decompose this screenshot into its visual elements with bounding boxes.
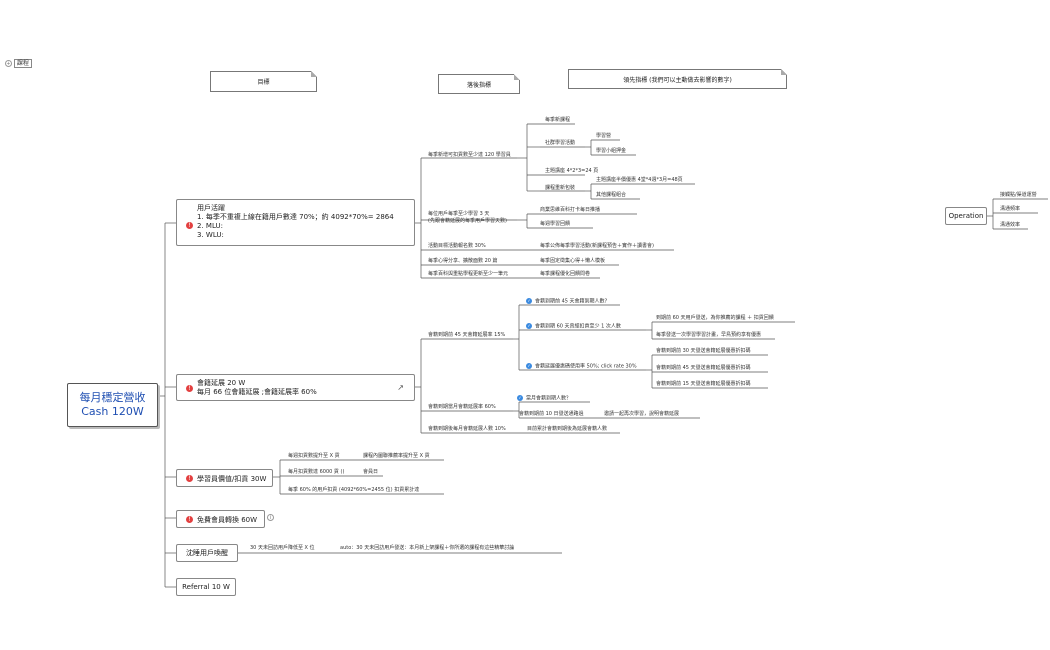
operation-title: Operation: [948, 212, 984, 220]
lag-activity-signup[interactable]: 活動目標活動報名數 30%: [428, 243, 486, 249]
header-lagging-text: 落後指標: [466, 81, 491, 89]
renewal-line-1: 會籍延展 20 W: [197, 379, 246, 387]
renewal-q3a[interactable]: 會籍到期前 30 天發送會籍延展優惠折扣碼: [656, 348, 751, 354]
operation-item-frequency[interactable]: 溝通頻率: [1000, 206, 1021, 212]
dormant-target[interactable]: 30 天未回訪用戶降低至 X 位: [250, 545, 315, 551]
external-link-icon[interactable]: ↗: [397, 383, 404, 392]
lead-activity-publish[interactable]: 每季公佈每季學習活動(新課程預告＋實作＋讀書會): [540, 243, 654, 249]
check-icon: ✓: [517, 395, 523, 401]
lead-course-survey[interactable]: 每季課程優化回饋問卷: [540, 271, 591, 277]
active-users-line-1: 1. 每季不重複上線在籍用戶數達 70%；約 4092*70%= 2864: [197, 213, 394, 221]
course-label[interactable]: + 課程: [5, 59, 32, 68]
lag-renewal-after[interactable]: 會籍到期後每月會籍延展人數 10%: [428, 426, 506, 432]
dormant-title: 沈睡用戶喚醒: [186, 549, 228, 557]
priority-icon: !: [186, 222, 193, 229]
free-conversion-title: 免費會員轉換 60W: [197, 516, 258, 524]
header-goal[interactable]: 目標: [210, 71, 317, 92]
node-dormant[interactable]: 沈睡用戶喚醒: [176, 544, 238, 562]
renewal-m1[interactable]: ✓當月會籍到期人數？: [517, 395, 571, 403]
renewal-q2b[interactable]: 每季發送一次學習學習計畫，早鳥預約享有優惠: [656, 332, 762, 338]
renewal-q1[interactable]: ✓會籍到期前 45 天會籍到期人數?: [526, 298, 607, 306]
learner-item-monthly[interactable]: 每月扣貢數達 6000 貢 (): [288, 469, 345, 475]
learner-value-title: 學習員價值/扣貢 30W: [197, 475, 267, 483]
root-subtitle: Cash 120W: [81, 405, 144, 418]
renewal-line-2: 每月 66 位會籍延展 ;會籍延展率 60%: [197, 388, 317, 396]
renewal-q2-text: 會籍到期 60 天曾經扣貢至少 1 次人數: [535, 323, 621, 330]
learner-sub-recommend[interactable]: 課程內圖聯推薦率提升至 X 貢: [363, 453, 430, 459]
dormant-auto[interactable]: auto：30 天未回訪用戶發送：本月新上架課程＋你所選的課程有這些精華討論: [340, 545, 515, 551]
node-active-users[interactable]: ! 用戶活躍 1. 每季不重複上線在籍用戶數達 70%；約 4092*70%= …: [176, 199, 415, 246]
renewal-q3[interactable]: ✓會籍延展優惠碼使用率 50%; click rate 30%: [526, 363, 637, 371]
check-icon: ✓: [526, 363, 532, 369]
node-learner-value[interactable]: ! 學習員價值/扣貢 30W: [176, 469, 273, 487]
lead-study-group[interactable]: 學習小組押金: [596, 148, 627, 154]
renewal-q2a[interactable]: 到期前 60 天用戶發送，為你推薦的課程 ＋ 扣貢回饋: [656, 315, 774, 321]
lag-learning-days-note: (先跟會籍延展的每季用戶學習天數): [428, 218, 507, 224]
active-users-line-2: 2. MLU:: [197, 222, 223, 230]
lag-share-posts[interactable]: 每季心得分享、擴散面數 20 篇: [428, 258, 498, 264]
header-lagging[interactable]: 落後指標: [438, 74, 520, 94]
header-leading-text: 領先指標 (我們可以主動做去影響的數字): [623, 76, 732, 84]
renewal-m2[interactable]: 會籍到期前 10 日發送通路過: [519, 411, 584, 417]
lead-community[interactable]: 社群學習活動: [545, 140, 576, 146]
node-renewal[interactable]: ! 會籍延展 20 W 每月 66 位會籍延展 ;會籍延展率 60% ↗: [176, 374, 415, 401]
lead-weekly-feedback[interactable]: 每週學習回饋: [540, 221, 571, 227]
priority-icon: !: [186, 385, 193, 392]
learner-item-quarterly[interactable]: 每季 60% 的用戶扣貢 (4092*60%=2455 位) 扣貢累計達: [288, 487, 420, 493]
renewal-after-count[interactable]: 目前累計會籍到期後為延展會籍人數: [527, 426, 608, 432]
priority-icon: !: [186, 475, 193, 482]
lead-topic-lecture[interactable]: 主題講座 4*2*3=24 頁: [545, 168, 599, 174]
lag-wiki-update[interactable]: 每季百科與重點學程更新至少一筆元: [428, 271, 509, 277]
check-icon: ✓: [526, 298, 532, 304]
active-users-line-3: 3. WLU:: [197, 231, 224, 239]
renewal-q3c[interactable]: 會籍到期前 15 天發送會籍延展優惠折扣碼: [656, 381, 751, 387]
operation-item-efficiency[interactable]: 溝通效率: [1000, 222, 1021, 228]
learner-sub-member-day[interactable]: 會員日: [363, 469, 379, 475]
lead-repackage[interactable]: 課程重新包裝: [545, 185, 576, 191]
lag-new-learners[interactable]: 每季新增可扣貢數至少達 120 學習員: [428, 152, 511, 158]
lead-repack-other[interactable]: 其他課程組合: [596, 192, 627, 198]
course-label-text: 課程: [13, 59, 32, 68]
renewal-q1-text: 會籍到期前 45 天會籍到期人數?: [535, 298, 608, 305]
lead-study-meeting[interactable]: 學習營: [596, 133, 612, 139]
header-leading[interactable]: 領先指標 (我們可以主動做去影響的數字): [568, 69, 787, 89]
node-referral[interactable]: Referral 10 W: [176, 578, 236, 596]
lag-renewal-45[interactable]: 會籍到期前 45 天會籍延展率 15%: [428, 332, 506, 338]
renewal-m1-text: 當月會籍到期人數？: [526, 395, 572, 402]
renewal-q3b[interactable]: 會籍到期前 45 天發送會籍延展優惠折扣碼: [656, 365, 751, 371]
expand-circle-icon[interactable]: +: [5, 60, 12, 67]
operation-item-channels[interactable]: 接觸點/渠道運營: [1000, 192, 1037, 198]
renewal-q3-text: 會籍延展優惠碼使用率 50%; click rate 30%: [535, 363, 637, 370]
header-goal-text: 目標: [257, 79, 270, 86]
check-icon: ✓: [526, 323, 532, 329]
renewal-q2[interactable]: ✓會籍到期 60 天曾經扣貢至少 1 次人數: [526, 323, 621, 331]
priority-icon: !: [186, 516, 193, 523]
lead-repack-promo[interactable]: 主題講座半價優惠 4堂*4週*3月=48頁: [596, 177, 683, 183]
lag-learning-days[interactable]: 每位用戶每季至少學習 3 天: [428, 211, 490, 217]
renewal-m2a[interactable]: 邀請一起再次學習，說明會籍延展: [604, 411, 680, 417]
lag-renewal-month[interactable]: 會籍到期當月會籍延展率 60%: [428, 404, 496, 410]
active-users-title: 用戶活躍: [197, 204, 225, 212]
node-free-conversion[interactable]: ! 免費會員轉換 60W: [176, 510, 265, 528]
lead-new-course[interactable]: 每季新課程: [545, 117, 571, 123]
info-icon[interactable]: i: [267, 514, 274, 521]
root-title: 每月穩定營收: [79, 391, 146, 404]
lead-share-template[interactable]: 每季固定徵集心得＋懶人模板: [540, 258, 606, 264]
node-operation[interactable]: Operation: [945, 207, 987, 225]
referral-title: Referral 10 W: [182, 583, 230, 591]
lead-daily-push[interactable]: 商業思維百科打卡每日推播: [540, 207, 601, 213]
learner-item-weekly[interactable]: 每週扣貢數提升至 X 貢: [288, 453, 340, 459]
root-node[interactable]: 每月穩定營收 Cash 120W: [67, 383, 158, 427]
